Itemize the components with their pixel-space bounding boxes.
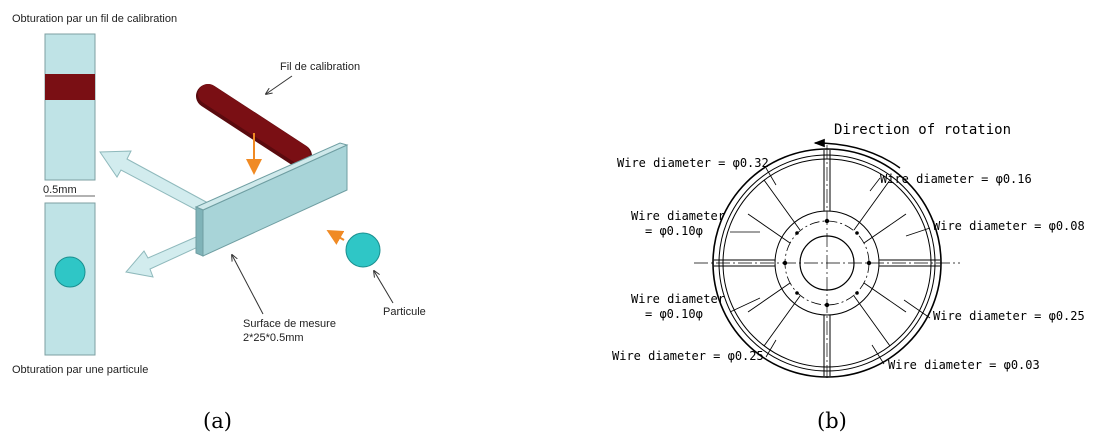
wire-label-025-left: Wire diameter = φ0.25 [612, 349, 764, 363]
outer-ring-inner [718, 154, 936, 372]
calibration-wires [747, 179, 907, 347]
surface-label-line2: 2*25*0.5mm [243, 332, 304, 344]
particle-label: Particule [383, 306, 426, 318]
wire-label-010a-line2: = φ0.10φ [645, 224, 703, 238]
inner-ring-outer [774, 210, 880, 316]
particle-leader [374, 271, 394, 304]
rotation-label: Direction of rotation [834, 122, 1011, 138]
wire-label: Fil de calibration [280, 61, 360, 73]
rotation-arrow [813, 138, 901, 169]
wire-blockage-band [45, 74, 95, 100]
particle [345, 232, 381, 268]
spokes [714, 150, 940, 376]
wire-leader [266, 75, 293, 94]
wire-label-016: Wire diameter = φ0.16 [880, 172, 1032, 186]
wire-label-010b-line2: = φ0.10φ [645, 307, 703, 321]
panel-b: Direction of rotation [612, 122, 1085, 433]
hub-ring [799, 235, 855, 291]
surface-leader [232, 255, 264, 315]
measurement-surface-edge [195, 206, 204, 257]
top-strip-title: Obturation par un fil de calibration [12, 13, 177, 25]
label-leaders [729, 167, 931, 365]
particle-move-arrow [326, 230, 345, 245]
wire-label-008: Wire diameter = φ0.08 [933, 219, 1085, 233]
top-strip [44, 33, 96, 181]
surface-label-line1: Surface de mesure [243, 318, 336, 330]
projection-arrow-top [99, 150, 209, 214]
wire-label-025-right: Wire diameter = φ0.25 [933, 309, 1085, 323]
node-dots [782, 218, 872, 308]
panel-a-caption: (a) [203, 409, 232, 433]
outer-ring-outer [712, 148, 942, 378]
calibration-wire-rod [198, 84, 310, 164]
outer-ring-third [722, 158, 932, 368]
wire-label-032: Wire diameter = φ0.32 [617, 156, 769, 170]
width-label: 0.5mm [43, 184, 77, 196]
wire-label-010b-line1: Wire diameter [631, 292, 725, 306]
projection-arrow-bottom [125, 236, 199, 278]
wire-label-010a-line1: Wire diameter [631, 209, 725, 223]
wire-label-003: Wire diameter = φ0.03 [888, 358, 1040, 372]
panel-a: Obturation par un fil de calibration 0.5… [12, 13, 426, 433]
particle-in-strip [54, 256, 86, 288]
panel-b-caption: (b) [817, 409, 847, 433]
bottom-strip-title: Obturation par une particule [12, 364, 148, 376]
